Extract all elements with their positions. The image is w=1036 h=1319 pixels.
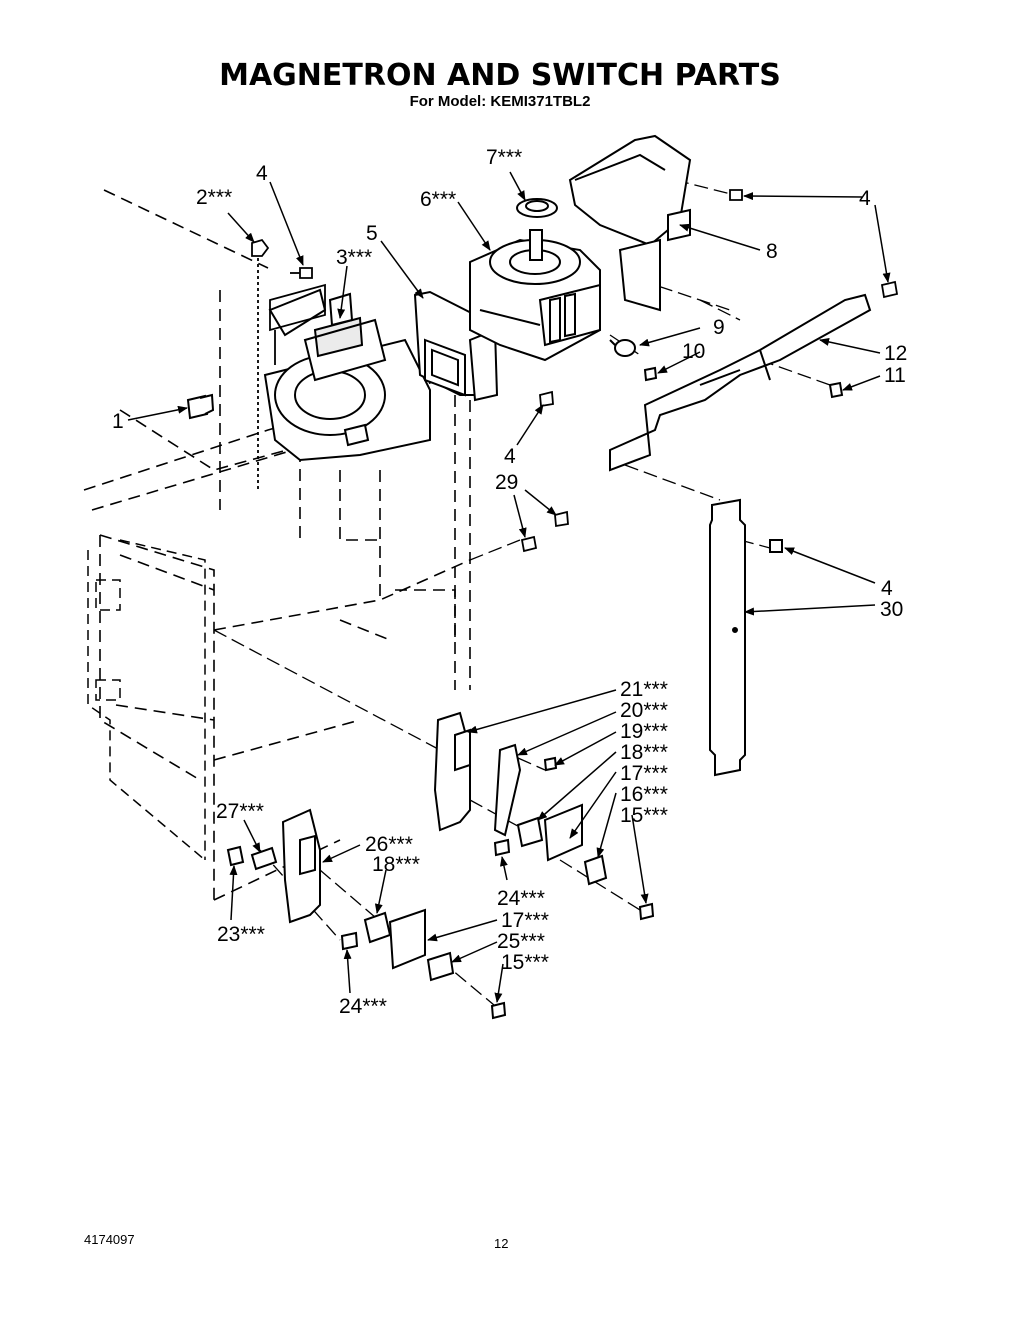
callout-29: 29: [495, 471, 518, 494]
callout-9: 9: [713, 316, 725, 339]
document-number: 4174097: [84, 1232, 135, 1247]
page-number: 12: [494, 1236, 509, 1251]
callout-15-upper: 15***: [620, 804, 668, 827]
part-12-bracket: [609, 293, 872, 472]
leader-arrows: [127, 171, 891, 1003]
callout-5: 5: [366, 222, 378, 245]
page-title: MAGNETRON AND SWITCH PARTS: [219, 58, 781, 93]
callout-6: 6***: [420, 188, 456, 211]
callout-4-top-right: 4: [859, 187, 871, 210]
callout-1: 1: [112, 410, 124, 433]
callout-30: 30: [880, 598, 903, 621]
callout-3: 3***: [336, 246, 372, 269]
callout-11: 11: [884, 364, 906, 387]
part-1-thermal-switch: [186, 393, 215, 420]
callout-labels: 1 2*** 3*** 4 5 6*** 7*** 4 8 9 10 12 11…: [112, 146, 907, 1018]
model-subtitle: For Model: KEMI371TBL2: [409, 93, 591, 110]
interlock-switch-assembly-upper: [433, 711, 655, 921]
callout-17-upper: 17***: [620, 762, 668, 785]
callout-26: 26***: [365, 833, 413, 856]
part-6-magnetron: [469, 229, 601, 362]
callout-16: 16***: [620, 783, 668, 806]
blower-motor-assembly: [263, 288, 431, 462]
part-2-nut: [251, 238, 270, 490]
part-9-thermostat: [609, 339, 658, 382]
callout-15-lower: 15***: [501, 951, 549, 974]
callout-20: 20***: [620, 699, 668, 722]
part-7-gasket: [516, 198, 558, 218]
screw-top-right: [729, 189, 899, 299]
mounting-bracket: [269, 283, 326, 365]
callout-8: 8: [766, 240, 778, 263]
air-duct-assembly: [568, 134, 692, 312]
callout-24-upper: 24***: [497, 887, 545, 910]
callout-2: 2***: [196, 186, 232, 209]
callout-18-lower: 18***: [372, 853, 420, 876]
screw-and-washer: [520, 390, 569, 553]
callout-4-top-left: 4: [256, 162, 268, 185]
callout-19: 19***: [620, 720, 668, 743]
callout-23: 23***: [217, 923, 265, 946]
callout-7: 7***: [486, 146, 522, 169]
callout-4-right: 4: [881, 577, 893, 600]
callout-27: 27***: [216, 800, 264, 823]
callout-21: 21***: [620, 678, 668, 701]
callout-17-lower: 17***: [501, 909, 549, 932]
part-30-mounting-plate: [709, 498, 783, 777]
callout-12: 12: [884, 342, 907, 365]
callout-25: 25***: [497, 930, 545, 953]
interlock-switch-assembly-lower: [226, 808, 507, 1020]
door-frame-outline: [87, 539, 206, 861]
callout-24-lower: 24***: [339, 995, 387, 1018]
callout-4-center: 4: [504, 445, 516, 468]
callout-18-upper: 18***: [620, 741, 668, 764]
callout-10: 10: [682, 340, 705, 363]
screw-top-left: [290, 267, 313, 279]
